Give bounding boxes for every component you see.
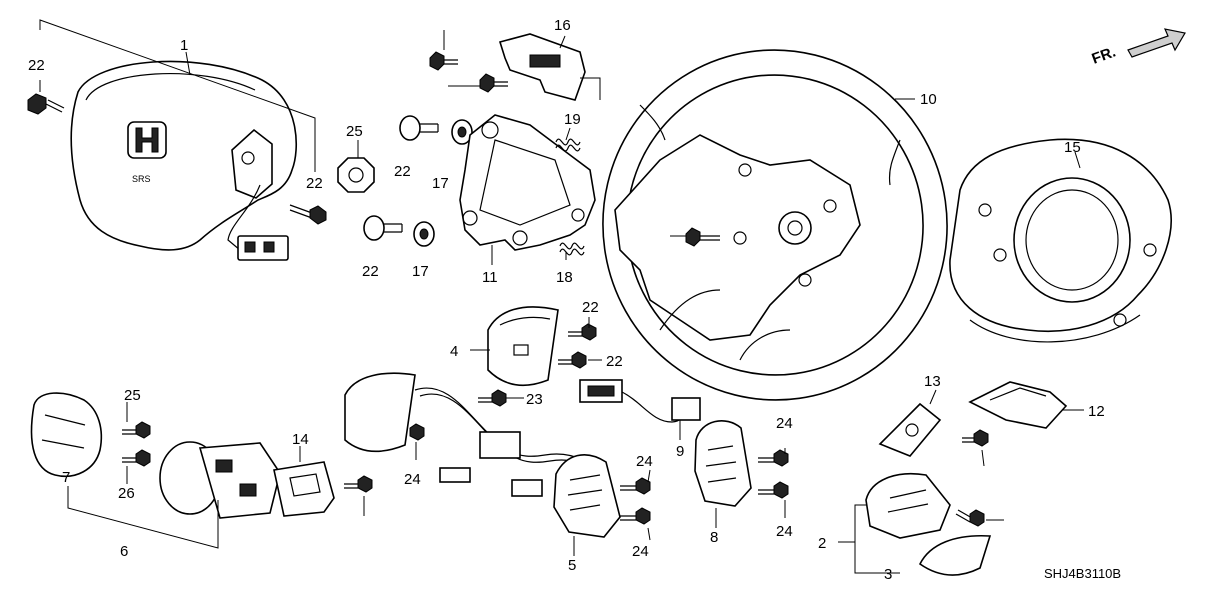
screw-22-e — [620, 477, 651, 495]
callout-13: 13 — [924, 373, 941, 390]
airbag-module: SRS — [70, 60, 297, 261]
spring-19 — [555, 138, 581, 152]
bolt-24-c — [344, 475, 373, 493]
callout-22-f: 24 — [632, 543, 649, 560]
screw-22-d — [409, 423, 425, 441]
callout-7: 7 — [62, 469, 70, 486]
callout-12: 12 — [1088, 403, 1105, 420]
callout-16: 16 — [554, 17, 571, 34]
bolt-21-left — [27, 93, 65, 115]
callout-6: 6 — [120, 543, 128, 560]
cover-7 — [30, 392, 103, 477]
front-direction-arrow: FR. — [1090, 28, 1186, 68]
callout-21-right: 22 — [306, 175, 323, 192]
diagram-code: SHJ4B3110B — [1044, 566, 1121, 581]
washer-17-upper — [451, 119, 473, 145]
spring-18 — [559, 242, 585, 256]
switch-2 — [865, 473, 951, 539]
switch-8 — [694, 420, 752, 507]
bolt-24-b — [122, 449, 151, 467]
callout-22-d: 24 — [404, 471, 421, 488]
screw-25-upper — [429, 51, 458, 71]
screw-22-c — [478, 389, 507, 407]
bolt-24-e — [955, 509, 985, 527]
callout-1: 1 — [180, 37, 188, 54]
callout-22-h: 24 — [776, 523, 793, 540]
callout-20-lower: 22 — [362, 263, 379, 280]
callout-10: 10 — [920, 91, 937, 108]
connector-9 — [579, 379, 701, 423]
callout-labels: 1 22 22 25 22 17 22 17 16 19 11 18 10 15… — [28, 17, 1121, 583]
nut-23 — [337, 157, 375, 193]
switch-assembly — [159, 441, 281, 519]
bolt-21-right — [289, 204, 327, 225]
bolt-20-upper — [399, 115, 439, 141]
back-cover-15 — [949, 138, 1172, 343]
callout-22-b: 22 — [606, 353, 623, 370]
callout-5: 5 — [568, 557, 576, 574]
screw-22-g — [758, 449, 789, 467]
callout-24-a: 25 — [124, 387, 141, 404]
callout-15: 15 — [1064, 139, 1081, 156]
screw-26 — [685, 227, 720, 247]
callout-19: 19 — [564, 111, 581, 128]
cover-3 — [918, 534, 992, 576]
callout-8: 8 — [710, 529, 718, 546]
washer-17-lower — [413, 221, 435, 247]
bracket-14 — [273, 461, 335, 517]
srs-marking: SRS — [132, 174, 151, 184]
screw-22-b — [558, 351, 587, 369]
bracket-12 — [968, 381, 1068, 429]
callout-4: 4 — [450, 343, 458, 360]
cover-4 — [487, 306, 559, 386]
callout-20-upper: 22 — [394, 163, 411, 180]
bracket-11 — [459, 114, 596, 251]
bracket-13 — [878, 402, 942, 457]
bolt-24-d — [962, 429, 989, 447]
screw-22-f — [620, 507, 651, 525]
callout-24-b: 26 — [118, 485, 135, 502]
screw-25-lower — [479, 73, 508, 93]
wire-harness — [344, 372, 611, 497]
callout-22-c: 23 — [526, 391, 543, 408]
callout-11: 11 — [482, 269, 498, 286]
screw-22-h — [758, 481, 789, 499]
callout-22-e: 24 — [636, 453, 653, 470]
callout-17-upper: 17 — [432, 175, 449, 192]
bolt-24-a — [122, 421, 151, 439]
leader-lines — [39, 19, 1084, 574]
callout-23: 25 — [346, 123, 363, 140]
callout-2: 2 — [818, 535, 826, 552]
callout-18: 18 — [556, 269, 573, 286]
steering-wheel — [602, 49, 948, 401]
switch-5 — [553, 454, 621, 538]
callout-14: 14 — [292, 431, 309, 448]
front-direction-label: FR. — [1090, 44, 1119, 68]
callout-22-a: 22 — [582, 299, 599, 316]
callout-9: 9 — [676, 443, 684, 460]
bolt-20-lower — [363, 215, 403, 241]
callout-22-g: 24 — [776, 415, 793, 432]
screw-22-a — [568, 323, 597, 341]
callout-17-lower: 17 — [412, 263, 429, 280]
callout-21-left: 22 — [28, 57, 45, 74]
callout-3: 3 — [884, 566, 892, 583]
plate-16 — [498, 33, 586, 101]
